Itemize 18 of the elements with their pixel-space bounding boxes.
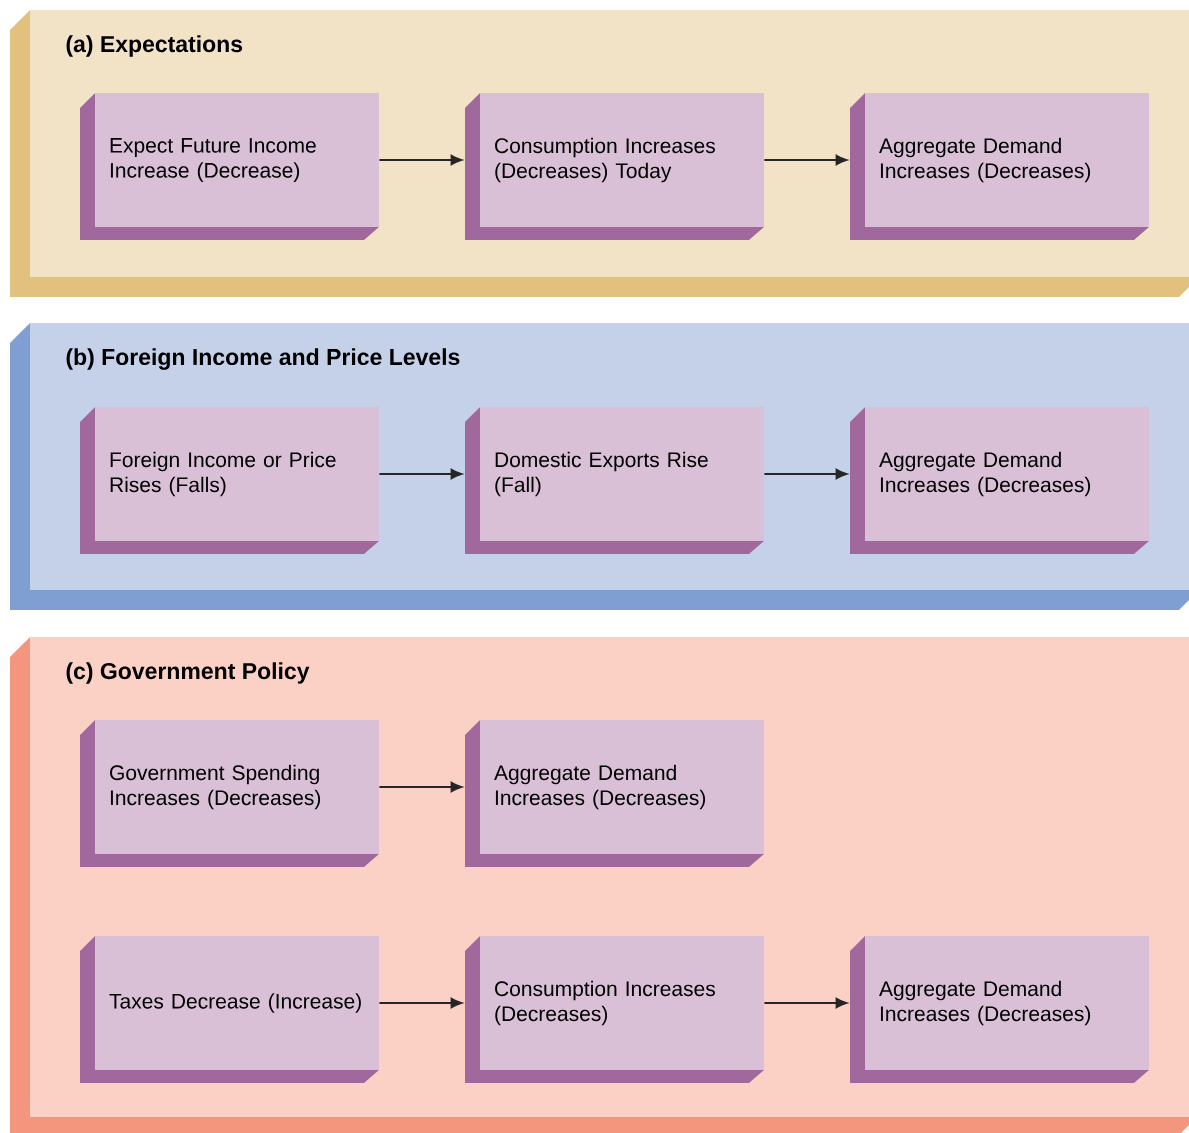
arrow [763,154,847,166]
arrow [378,997,462,1009]
process-box: Domestic Exports Rise (Fall) [465,407,764,554]
process-box: Consumption Increases (Decreases) Today [465,93,764,240]
process-box: Aggregate Demand Increases (Decreases) [465,720,764,867]
process-box: Aggregate Demand Increases (Decreases) [850,936,1149,1083]
process-box: Expect Future Income Increase (Decrease) [80,93,379,240]
process-box: Taxes Decrease (Increase) [80,936,379,1083]
process-box: Government Spending Increases (Decreases) [80,720,379,867]
arrow [378,781,462,793]
process-box: Aggregate Demand Increases (Decreases) [850,407,1149,554]
process-box: Foreign Income or Price Rises (Falls) [80,407,379,554]
arrow [378,154,462,166]
arrow [763,468,847,480]
arrow [763,997,847,1009]
arrow [378,468,462,480]
process-box: Consumption Increases (Decreases) [465,936,764,1083]
process-box: Aggregate Demand Increases (Decreases) [850,93,1149,240]
